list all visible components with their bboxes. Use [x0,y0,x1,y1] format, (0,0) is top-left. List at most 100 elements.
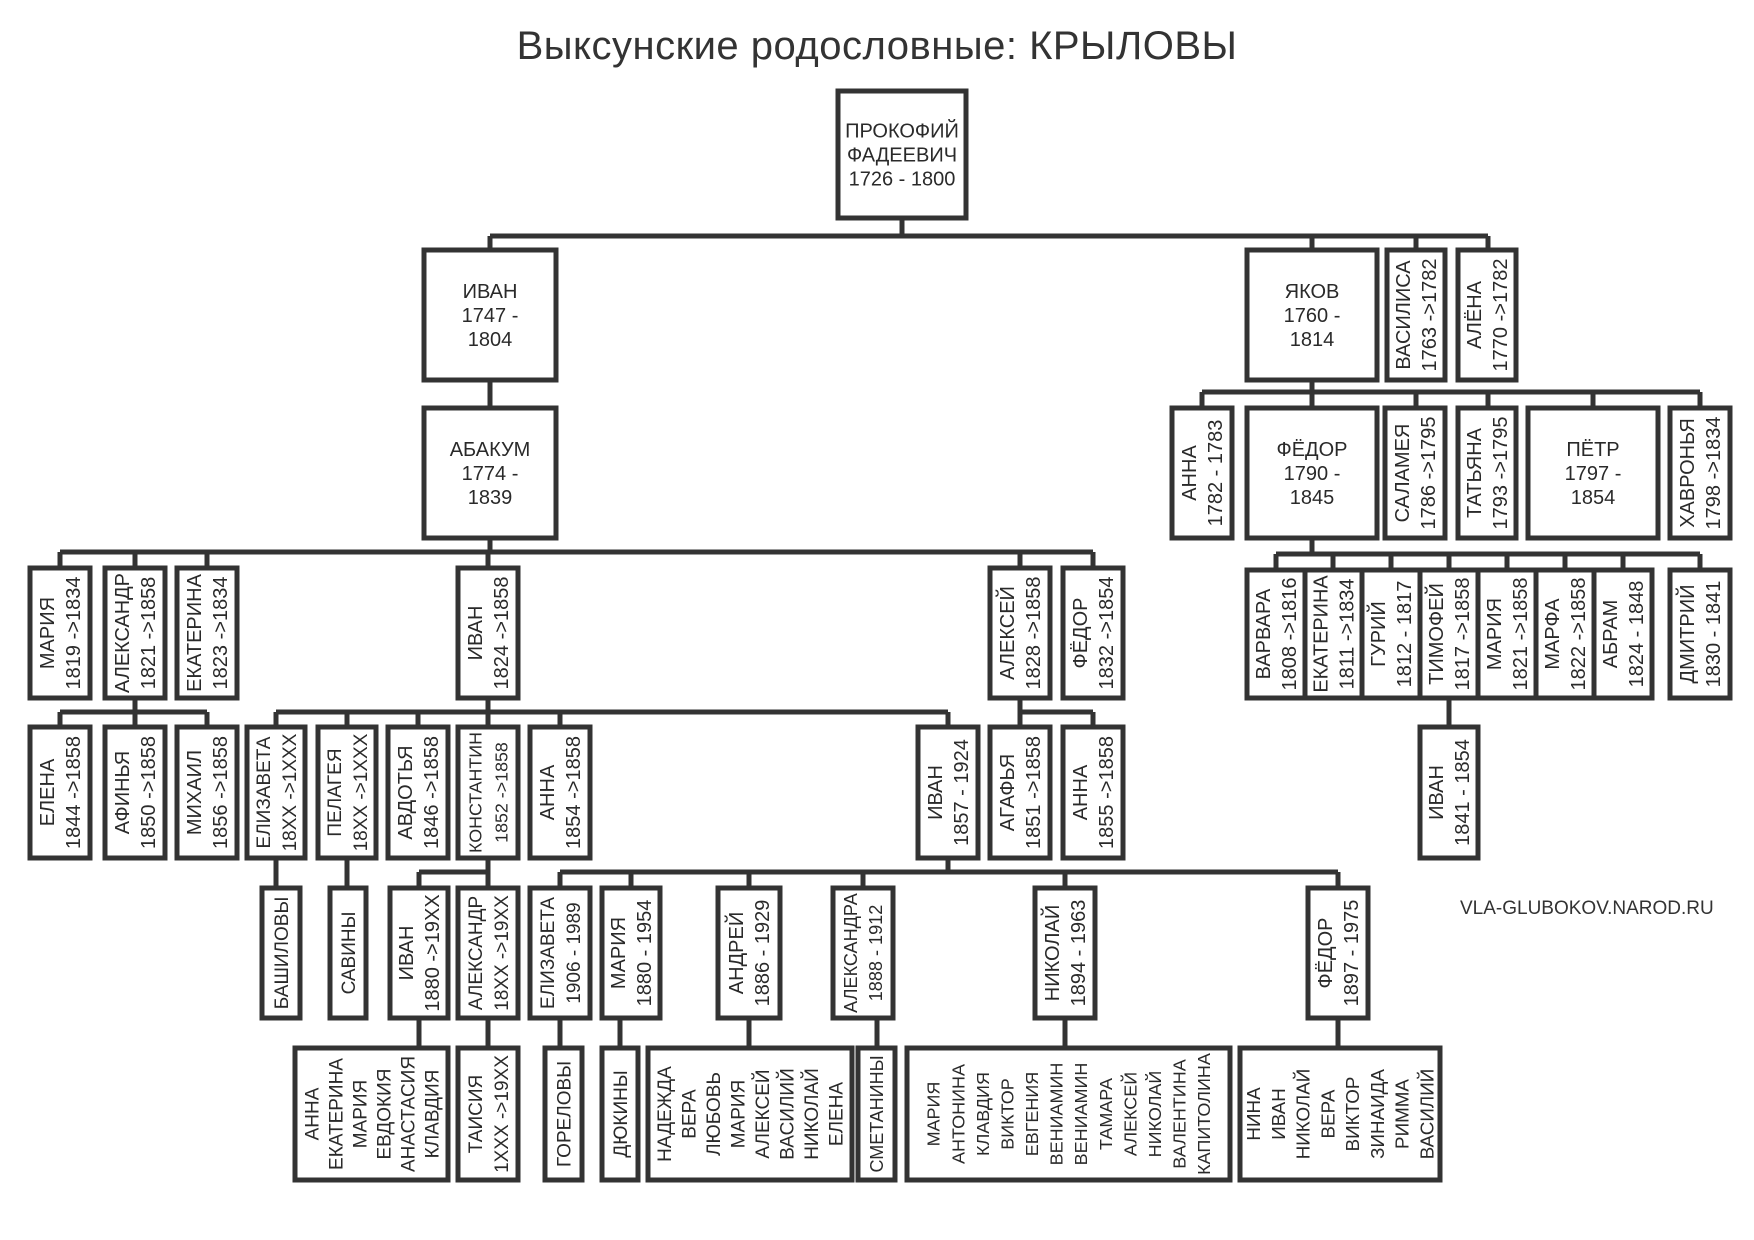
node-label-line: АНАСТАСИЯ [398,1056,419,1172]
node-label-line: ИВАН [1426,765,1448,820]
node-label-line: ПЁТР [1566,439,1619,461]
node-label-line: НИНА [1243,1087,1264,1141]
node-label-line: ДЮКИНЫ [611,1070,632,1157]
node-label-line: ПЕЛАГЕЯ [325,748,346,836]
node-label-line: ИВАН [396,926,418,981]
node-box [904,1045,1233,1183]
node-box [915,724,981,861]
node-box [292,1045,451,1183]
node-label-line: НАДЕЖДА [655,1066,676,1162]
node-box [599,1045,641,1183]
node-label-line: 1854 ->1858 [563,736,585,849]
node-label-line: ЕКАТЕРИНА [1311,575,1333,693]
node-label-line: АЛЁНА [1464,280,1486,349]
node-box [387,885,451,1021]
node-label-line: АНТОНИНА [948,1064,968,1164]
node-box [1533,567,1597,701]
node-box [1382,405,1448,541]
node-label: ДЮКИНЫ [611,1070,632,1157]
node-label-line: МИХАИЛ [184,750,206,835]
node-box [1417,724,1481,861]
node-label-line: ТАМАРА [1096,1078,1116,1150]
node-box [1591,567,1655,701]
node-label-line: КЛАВДИЯ [973,1072,993,1156]
node-label-line: 1774 - [462,463,519,485]
node-label-line: МАРИЯ [1484,598,1506,670]
node-box [987,724,1053,861]
node-box [715,885,783,1021]
node-box [174,565,240,701]
node-label-line: БАШИЛОВЫ [272,897,293,1010]
node-box [1455,247,1519,383]
node-box [1525,405,1661,541]
node-label-line: ТИМОФЕЙ [1424,583,1448,685]
node-label-line: ЕВГЕНИЯ [1022,1072,1042,1157]
node-label-line: АВДОТЬЯ [395,745,417,839]
node-box [542,1045,585,1183]
node-label-line: ВЕРА [1317,1089,1338,1138]
node-label-line: 1839 [468,487,513,509]
node-label-line: 1770 ->1782 [1490,259,1512,372]
node-label-line: 1726 - 1800 [849,169,956,191]
node-label-line: 1906 - 1989 [564,902,585,1003]
node-label-line: ВИКТОР [997,1078,1017,1150]
node-label-line: ВЕНИАМИН [1047,1063,1067,1166]
node-label-line: НИКОЛАЙ [1144,1071,1165,1158]
node-label-line: 1793 ->1795 [1490,417,1512,530]
node-label-line: ФЁДОР [1070,598,1092,669]
node-label-line: ВЕРА [680,1089,701,1139]
node-label-line: САВИНЫ [339,912,360,995]
node-label-line: 1786 ->1795 [1418,417,1440,530]
node-label-line: ФЁДОР [1315,918,1337,989]
node-label-line: ФЁДОР [1277,439,1348,461]
node-label-line: 1747 - [462,305,519,327]
node-label-line: АБАКУМ [450,439,531,461]
site-url: VLA-GLUBOKOV.NAROD.RU [1460,898,1714,919]
page-title: Выксунские родословные: КРЫЛОВЫ [516,24,1238,68]
person-node-dyukiny: ДЮКИНЫ [599,1045,641,1183]
node-label-line: РИММА [1392,1079,1413,1149]
node-box [599,885,663,1021]
node-label-line: 1897 - 1975 [1341,900,1363,1007]
person-node-saviny: САВИНЫ [327,885,369,1021]
node-label-line: 1857 - 1924 [951,739,973,846]
node-label-line: АФИНЬЯ [112,751,134,834]
node-box [455,565,521,701]
node-label-line: 1856 ->1858 [210,736,232,849]
node-label: БАШИЛОВЫ [272,897,293,1010]
node-label-line: АЛЕКСЕЙ [995,586,1019,680]
node-label-line: 1763 ->1782 [1419,259,1441,372]
node-label-line: КОНСТАНТИН [466,732,486,853]
